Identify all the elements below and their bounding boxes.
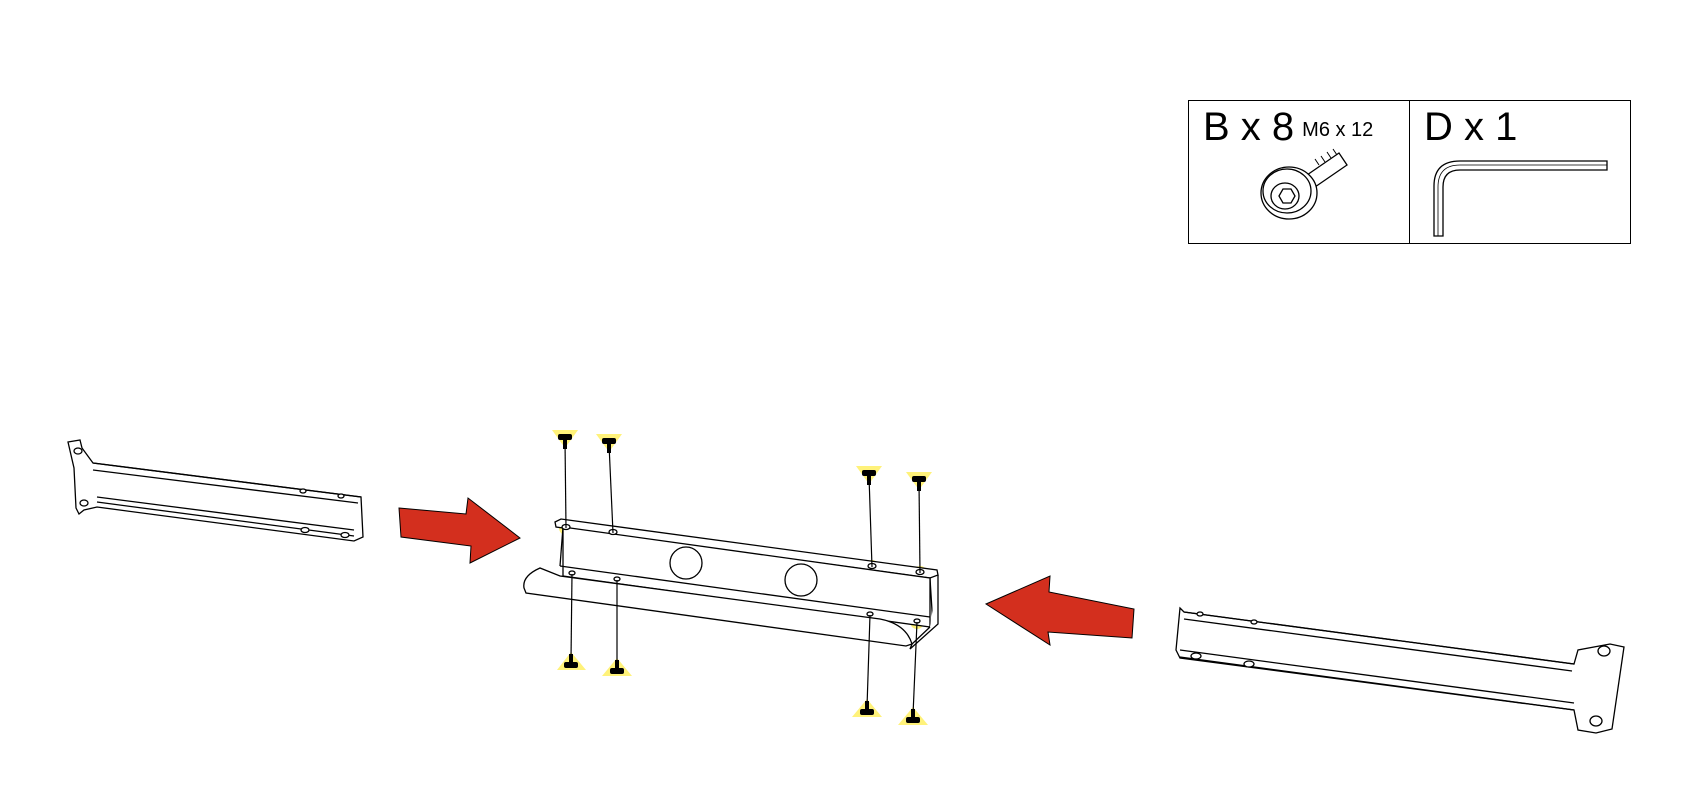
screw-b-bottom xyxy=(564,654,920,723)
hardware-b-label: B x 8 xyxy=(1203,105,1295,149)
hardware-d-label: D x 1 xyxy=(1424,105,1518,149)
insert-arrow-right xyxy=(398,497,521,564)
insert-arrow-left xyxy=(984,575,1135,647)
hardware-cell-b: B x 8 M6 x 12 xyxy=(1189,101,1410,243)
hardware-cell-d: D x 1 xyxy=(1410,101,1630,243)
screw-b-top xyxy=(558,434,926,491)
screw-guide-lines xyxy=(564,439,921,716)
hardware-b-spec: M6 x 12 xyxy=(1302,119,1374,141)
allen-key-icon xyxy=(1433,160,1608,237)
screw-highlights xyxy=(552,430,932,725)
center-crossbeam xyxy=(523,518,939,650)
right-rail xyxy=(1175,606,1625,734)
hex-socket-bolt-icon xyxy=(1260,148,1348,220)
hardware-d-quantity: D x 1 xyxy=(1424,107,1517,147)
hardware-table: B x 8 M6 x 12 D x 1 xyxy=(1188,100,1631,244)
hardware-b-quantity: B x 8 M6 x 12 xyxy=(1203,107,1373,147)
left-rail xyxy=(67,439,364,542)
